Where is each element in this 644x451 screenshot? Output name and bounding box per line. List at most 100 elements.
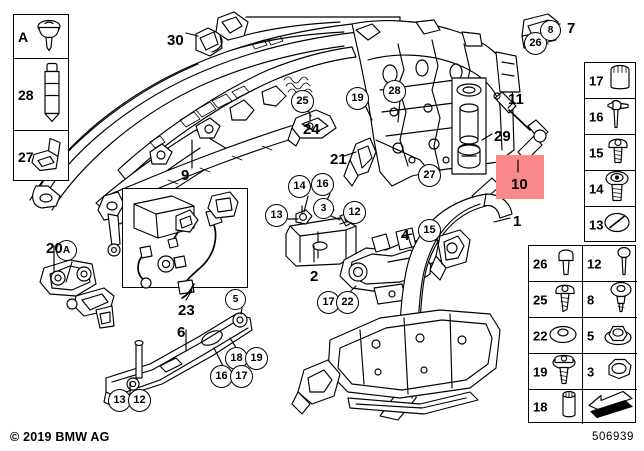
gas-strut-cylinder-icon bbox=[40, 61, 64, 128]
right-parts-legend-upper: 17 16 15 bbox=[584, 62, 636, 242]
legend-label-26: 26 bbox=[533, 256, 548, 271]
legend-cell-17[interactable]: 17 bbox=[585, 63, 635, 99]
roll-pin-icon bbox=[560, 390, 578, 424]
part-30-clip bbox=[195, 11, 249, 57]
callout-number-7[interactable]: 7 bbox=[567, 20, 576, 37]
callout-number-11[interactable]: 11 bbox=[508, 91, 524, 108]
legend-label-A: A bbox=[18, 28, 29, 45]
legend-cell-3[interactable]: 3 bbox=[583, 354, 637, 390]
expanding-rivet-icon bbox=[34, 17, 64, 56]
part-21-bracket bbox=[343, 137, 377, 187]
legend-label-19: 19 bbox=[533, 364, 548, 379]
legend-cell-18[interactable]: 18 bbox=[529, 390, 583, 424]
callout-number-1[interactable]: 1 bbox=[513, 213, 522, 230]
callout-bubble-3[interactable]: 3 bbox=[313, 198, 334, 219]
part-4-latch-mechanism bbox=[339, 227, 447, 305]
legend-label-27: 27 bbox=[18, 148, 34, 165]
legend-cell-28[interactable]: 28 bbox=[14, 59, 68, 131]
callout-bubble-13[interactable]: 13 bbox=[265, 204, 288, 227]
callout-bubble-22[interactable]: 22 bbox=[336, 291, 359, 314]
callout-bubble-27[interactable]: 27 bbox=[418, 164, 441, 187]
flange-torx-screw-icon bbox=[552, 353, 578, 390]
legend-label-5: 5 bbox=[587, 328, 595, 343]
callout-bubble-28[interactable]: 28 bbox=[383, 80, 406, 103]
legend-cell-14[interactable]: 14 bbox=[585, 170, 635, 207]
spacer-sleeve-icon bbox=[609, 64, 631, 97]
callout-number-10[interactable]: 10 bbox=[511, 176, 528, 193]
right-parts-legend-lower: 26 12 25 bbox=[528, 245, 637, 424]
legend-label-3: 3 bbox=[587, 364, 595, 379]
callout-number-6[interactable]: 6 bbox=[177, 324, 186, 341]
legend-label-18: 18 bbox=[533, 399, 548, 415]
callout-bubble-17[interactable]: 17 bbox=[230, 365, 253, 388]
callout-number-23[interactable]: 23 bbox=[178, 302, 195, 319]
callout-bubble-19[interactable]: 19 bbox=[245, 347, 268, 370]
legend-cell-A[interactable]: A bbox=[14, 15, 68, 59]
legend-cell-19[interactable]: 19 bbox=[529, 354, 583, 390]
callout-bubble-5[interactable]: 5 bbox=[225, 289, 246, 310]
legend-label-22: 22 bbox=[533, 328, 548, 343]
legend-cell-5[interactable]: 5 bbox=[583, 318, 637, 354]
angle-bracket-icon bbox=[30, 136, 64, 177]
flange-hex-nut-icon bbox=[603, 320, 633, 351]
legend-label-16: 16 bbox=[589, 109, 604, 124]
callout-number-29[interactable]: 29 bbox=[494, 128, 511, 145]
callout-number-2[interactable]: 2 bbox=[310, 268, 319, 285]
torx-pan-screw-icon bbox=[607, 135, 631, 170]
callout-bubble-25[interactable]: 25 bbox=[291, 90, 314, 113]
legend-cell-15[interactable]: 15 bbox=[585, 135, 635, 171]
callout-number-20[interactable]: 20 bbox=[46, 240, 63, 257]
callout-bubble-15[interactable]: 15 bbox=[418, 219, 441, 242]
callout-bubble-12[interactable]: 12 bbox=[128, 389, 151, 412]
legend-label-25: 25 bbox=[533, 292, 548, 307]
legend-label-14: 14 bbox=[589, 181, 604, 196]
torx-pan-screw-icon bbox=[554, 281, 578, 318]
legend-label-13: 13 bbox=[589, 217, 604, 233]
highlight-box-item-10 bbox=[496, 155, 544, 199]
diagram-code: 506939 bbox=[592, 431, 634, 443]
callout-bubble-8[interactable]: 8 bbox=[540, 20, 561, 41]
callout-bubble-19[interactable]: 19 bbox=[346, 87, 369, 110]
legend-label-28: 28 bbox=[18, 86, 34, 103]
legend-label-12: 12 bbox=[587, 256, 602, 271]
flange-bolt-icon bbox=[605, 170, 631, 207]
round-head-pin-icon bbox=[615, 246, 633, 281]
legend-cell-22[interactable]: 22 bbox=[529, 318, 583, 354]
part-24-25-bracket bbox=[287, 109, 337, 147]
collar-stud-icon bbox=[609, 281, 633, 318]
washer-icon bbox=[548, 322, 578, 349]
legend-cell-direction-arrow[interactable] bbox=[583, 390, 637, 424]
left-parts-legend: A 28 27 bbox=[13, 14, 69, 181]
callout-number-4[interactable]: 4 bbox=[401, 227, 410, 244]
legend-cell-13[interactable]: 13 bbox=[585, 207, 635, 243]
legend-cell-12[interactable]: 12 bbox=[583, 246, 637, 282]
rear-frame-panel bbox=[291, 309, 501, 415]
direction-arrow-icon bbox=[585, 390, 635, 425]
callout-bubble-14[interactable]: 14 bbox=[288, 175, 311, 198]
legend-cell-16[interactable]: 16 bbox=[585, 99, 635, 135]
callout-bubble-26[interactable]: 26 bbox=[524, 32, 547, 55]
legend-cell-8[interactable]: 8 bbox=[583, 281, 637, 318]
callout-number-9[interactable]: 9 bbox=[181, 167, 190, 184]
callout-number-24[interactable]: 24 bbox=[303, 121, 320, 138]
callout-bubble-16[interactable]: 16 bbox=[311, 173, 334, 196]
legend-cell-25[interactable]: 25 bbox=[529, 282, 583, 318]
callout-number-21[interactable]: 21 bbox=[330, 151, 347, 168]
legend-label-17: 17 bbox=[589, 73, 604, 88]
legend-label-15: 15 bbox=[589, 145, 604, 160]
callout-bubble-12[interactable]: 12 bbox=[343, 201, 366, 224]
callout-bubble-A[interactable]: A bbox=[56, 240, 77, 261]
callout-bubble-16[interactable]: 16 bbox=[210, 365, 233, 388]
legend-cell-26[interactable]: 26 bbox=[529, 246, 583, 282]
callout-number-30[interactable]: 30 bbox=[167, 32, 184, 49]
legend-cell-27[interactable]: 27 bbox=[14, 131, 68, 182]
shoulder-bolt-icon bbox=[605, 99, 631, 134]
hex-bolt-icon bbox=[556, 246, 578, 281]
part-29-bushing-column bbox=[451, 77, 487, 175]
hex-nut-icon bbox=[603, 357, 633, 386]
copyright-notice: © 2019 BMW AG bbox=[10, 430, 110, 444]
part-15-hoop-bracket bbox=[429, 229, 471, 281]
